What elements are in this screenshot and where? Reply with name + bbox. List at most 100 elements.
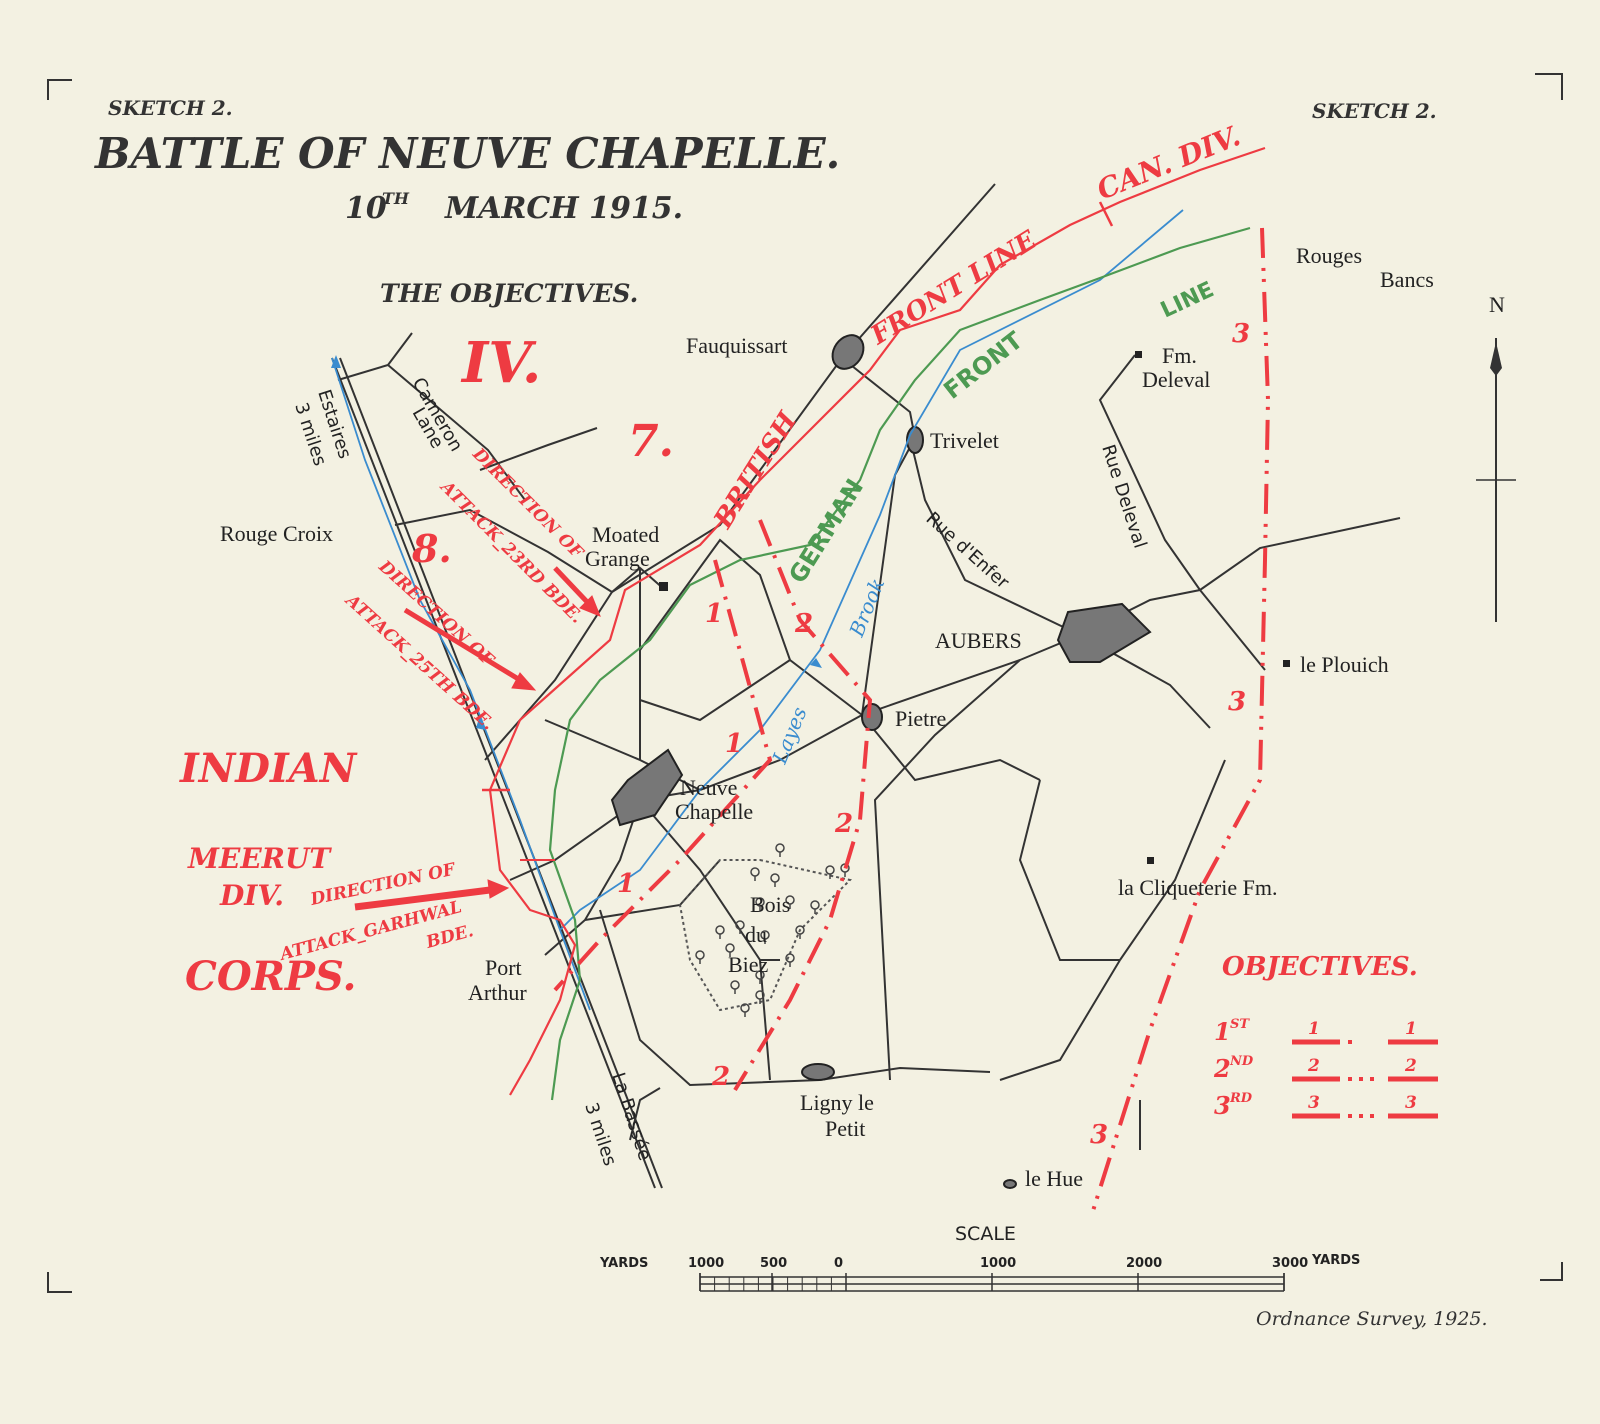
can-div-boundary-tick [1098, 201, 1114, 227]
label-brook: Brook [844, 575, 889, 641]
label-front-line-british: FRONT LINE [865, 225, 1043, 352]
label-bois: Bois [750, 892, 790, 917]
layes-brook [331, 209, 1184, 1011]
tree-symbol [715, 925, 725, 935]
obj-2-label-a: 2 [794, 609, 813, 639]
legend-number-right: 1 [1405, 1019, 1417, 1039]
label-le-hue: le Hue [1025, 1166, 1083, 1191]
crop-marks [47, 73, 1563, 1293]
obj-2-label-b: 2 [834, 809, 853, 839]
legend-ordinal-suffix: ND [1229, 1054, 1254, 1069]
objective-line-1 [553, 559, 773, 992]
brook-arrow [810, 658, 822, 668]
tree-symbol [775, 843, 785, 853]
label-arthur: Arthur [468, 980, 527, 1005]
place-names: Rouges Bancs Fauquissart Fm. Deleval Tri… [220, 243, 1434, 1191]
label-british: BRITISH [708, 406, 804, 535]
date-day: 10 [345, 191, 387, 226]
scale-tick-label: 2000 [1126, 1256, 1162, 1271]
label-petit: Petit [825, 1116, 865, 1141]
map-title: BATTLE OF NEUVE CHAPELLE. [94, 129, 840, 178]
label-rouge-croix: Rouge Croix [220, 521, 333, 546]
wood-symbols [695, 843, 850, 1017]
label-7-div: 7. [628, 416, 674, 467]
ligny-block [801, 1063, 835, 1081]
label-german: GERMAN [783, 474, 869, 588]
tree-symbol [810, 900, 820, 910]
label-deleval: Deleval [1142, 367, 1210, 392]
scale-tick-label: 3000 [1272, 1256, 1308, 1271]
trivelet-block [906, 426, 924, 454]
obj-3-label-c: 3 [1090, 1120, 1108, 1150]
legend-ordinal: 3 [1214, 1091, 1231, 1120]
british-front-line [488, 146, 1266, 1096]
tree-symbol [750, 867, 760, 877]
label-25th-direction: DIRECTION OF [374, 556, 499, 671]
fm-deleval-block [1135, 351, 1142, 358]
road-arrow-south [476, 715, 485, 730]
legend-title: OBJECTIVES. [1222, 952, 1418, 982]
label-le-plouich: le Plouich [1300, 652, 1389, 677]
sketch-label-left: SKETCH 2. [108, 96, 233, 120]
legend-ordinal: 1 [1214, 1017, 1231, 1046]
le-plouich-block [1283, 660, 1290, 667]
legend-ordinal: 2 [1213, 1054, 1231, 1083]
objective-lines [553, 227, 1271, 1215]
label-chapelle: Chapelle [675, 799, 753, 824]
road-arrows [331, 355, 822, 730]
label-fm: Fm. [1162, 343, 1197, 368]
arrow-25th-bde [403, 607, 537, 691]
scale-tick-label: 1000 [980, 1256, 1016, 1271]
label-port: Port [485, 955, 522, 980]
cliqueterie-block [1147, 857, 1154, 864]
legend-number-left: 2 [1307, 1056, 1320, 1076]
obj-2-label-c: 2 [711, 1062, 730, 1092]
scale-tick-label: 1000 [688, 1256, 724, 1271]
neuve-chapelle-block [610, 748, 684, 827]
north-arrow: N [1476, 292, 1516, 622]
label-iv-corps: IV. [460, 330, 541, 396]
label-rue-deleval: Rue Deleval [1097, 442, 1150, 551]
obj-1-label-c: 1 [617, 869, 635, 899]
obj-3-label-a: 3 [1232, 319, 1250, 349]
label-cliqueterie: la Cliqueterie Fm. [1118, 875, 1277, 900]
date-rest: MARCH 1915. [444, 191, 683, 226]
estaires-arrow [331, 355, 341, 368]
scale-title: SCALE [955, 1223, 1016, 1245]
scale-tick-label: 0 [834, 1256, 843, 1271]
subtitle: THE OBJECTIVES. [380, 279, 638, 308]
label-trivelet: Trivelet [930, 428, 999, 453]
arrow-23rd-bde [553, 566, 601, 617]
fauquissart-block [831, 334, 865, 370]
label-moated: Moated [592, 522, 659, 547]
label-german-line: LINE [1157, 277, 1218, 323]
objective-line-3 [1090, 227, 1271, 1215]
label-bancs: Bancs [1380, 267, 1434, 292]
attack-arrows [354, 566, 601, 911]
sketch-label-right: SKETCH 2. [1312, 99, 1437, 123]
obj-1-label-a: 1 [705, 599, 723, 629]
tree-symbol [725, 943, 735, 953]
pietre-block [861, 703, 883, 731]
objective-numerals: 1 1 1 2 2 2 3 3 3 [617, 319, 1250, 1150]
label-garhwal-bde: BDE. [423, 921, 476, 953]
label-fauquissart: Fauquissart [686, 333, 787, 358]
moated-grange-block [659, 582, 668, 591]
date-suffix: TH [382, 189, 410, 208]
legend-number-right: 2 [1404, 1056, 1417, 1076]
north-label: N [1489, 292, 1505, 317]
objective-line-2 [733, 519, 873, 1092]
tree-symbol [770, 873, 780, 883]
label-rouges: Rouges [1296, 243, 1362, 268]
legend-number-left: 1 [1308, 1019, 1320, 1039]
le-hue-block [1003, 1179, 1017, 1189]
german-front-line [548, 226, 1251, 1101]
scale-tick-label: 500 [760, 1256, 787, 1271]
legend-ordinal-suffix: ST [1230, 1017, 1250, 1032]
label-grange: Grange [585, 546, 650, 571]
label-du: du [745, 922, 767, 947]
label-8-div: 8. [411, 526, 452, 571]
